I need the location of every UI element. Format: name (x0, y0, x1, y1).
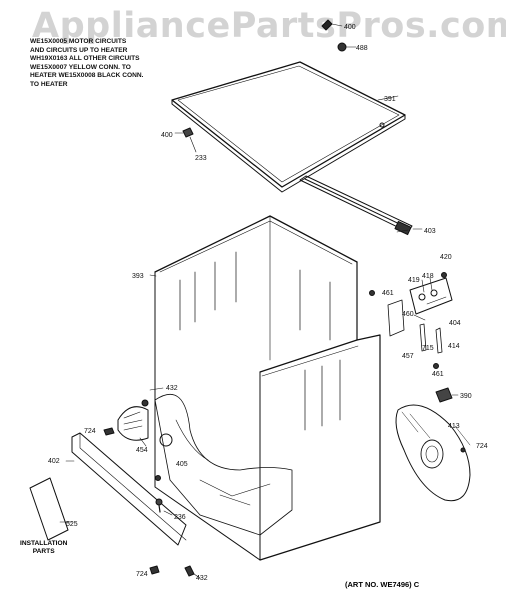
part-label: 400 (344, 24, 356, 31)
part-label: 457 (402, 353, 414, 360)
top-screw-part (321, 19, 343, 31)
note-line: TO HEATER (30, 80, 68, 88)
note-line: AND CIRCUITS UP TO HEATER (30, 46, 128, 54)
toe-panel-part (65, 432, 187, 546)
part-label: 233 (195, 155, 207, 162)
installation-parts-label: INSTALLATION PARTS (20, 540, 67, 556)
part-label: 414 (448, 343, 460, 350)
part-label: 724 (476, 443, 488, 450)
note-line: WE15X0005 MOTOR CIRCUITS (30, 38, 127, 45)
latch-bracket-part (103, 406, 149, 447)
part-label: 236 (174, 514, 186, 521)
leveling-leg-part (155, 475, 173, 516)
hinge-bracket-part (141, 387, 164, 407)
part-label: 488 (356, 45, 368, 52)
art-number: (ART NO. WE7496) C (345, 580, 420, 589)
installation-parts-bag (29, 477, 73, 541)
part-label: 405 (176, 461, 188, 468)
note-line: HEATER WE15X0008 BLACK CONN. (30, 72, 144, 80)
note-line: WH19X0163 ALL OTHER CIRCUITS (30, 55, 140, 63)
part-label: 454 (136, 447, 148, 454)
part-label: 413 (448, 423, 460, 430)
part-label: 432 (166, 385, 178, 392)
front-rail-part (299, 175, 423, 236)
part-label: 400 (161, 132, 173, 139)
watermark: AppliancePartsPros.com (32, 6, 506, 46)
part-label: 404 (449, 320, 461, 327)
part-label: 724 (136, 571, 148, 578)
install-label-line: PARTS (32, 548, 55, 555)
install-label-line: INSTALLATION (20, 540, 68, 547)
cover-screw-part (174, 127, 197, 153)
part-label: 420 (440, 254, 452, 261)
note-line: WE15X0007 YELLOW CONN. TO (30, 63, 131, 71)
top-cover-part (171, 61, 406, 193)
part-label: 403 (424, 228, 436, 235)
part-label: 390 (460, 393, 472, 400)
part-label: 393 (132, 273, 144, 280)
leader-lines (396, 229, 471, 446)
part-label: 461 (432, 371, 444, 378)
part-label: 724 (84, 428, 96, 435)
part-label: 461 (382, 290, 394, 297)
bumper-part (337, 42, 357, 52)
door-part (395, 404, 471, 502)
part-label: 460 (402, 311, 414, 318)
door-stop-part (435, 387, 459, 403)
wiring-notes: WE15X0005 MOTOR CIRCUITS AND CIRCUITS UP… (30, 38, 143, 90)
bottom-screws-part (149, 565, 201, 579)
part-label: 391 (384, 96, 396, 103)
part-label: 432 (196, 575, 208, 582)
door-switch-assembly (369, 272, 453, 369)
part-label: 402 (48, 458, 60, 465)
part-label: 418 (422, 273, 434, 280)
part-label: 419 (408, 277, 420, 284)
part-label: 715 (422, 345, 434, 352)
part-labels: 400 488 391 400 233 403 420 393 419 418 … (48, 24, 488, 582)
cabinet-part (149, 215, 381, 561)
part-label: 525 (66, 521, 78, 528)
